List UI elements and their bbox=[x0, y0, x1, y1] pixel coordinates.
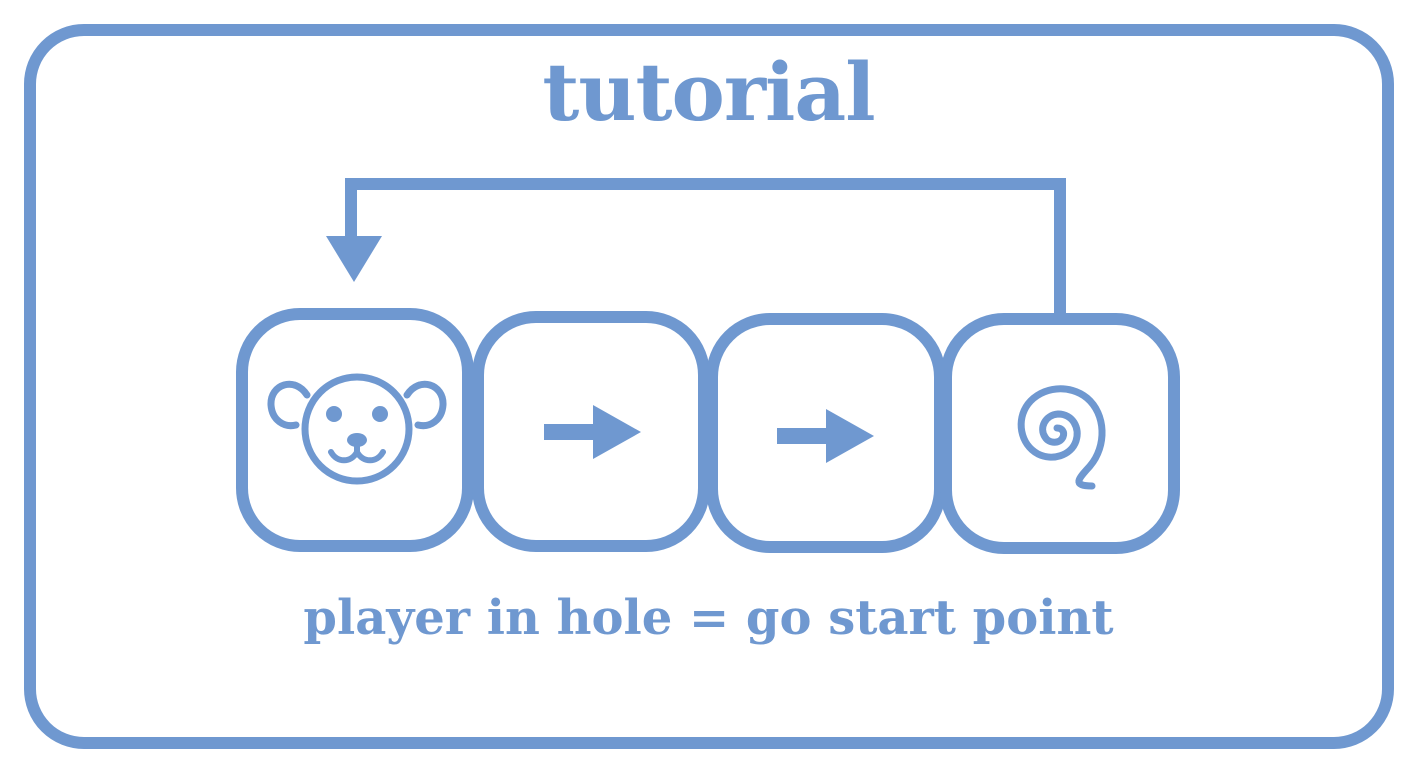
arrow-right-icon bbox=[777, 409, 874, 463]
tutorial-caption: player in hole = go start point bbox=[303, 590, 1114, 646]
bear-face-icon bbox=[267, 373, 447, 485]
return-arrow-icon bbox=[326, 178, 1066, 318]
hole-tile bbox=[940, 313, 1180, 554]
spiral-hole-icon bbox=[1017, 385, 1106, 490]
tutorial-title: tutorial bbox=[542, 45, 875, 139]
arrow-right-icon bbox=[544, 405, 641, 459]
